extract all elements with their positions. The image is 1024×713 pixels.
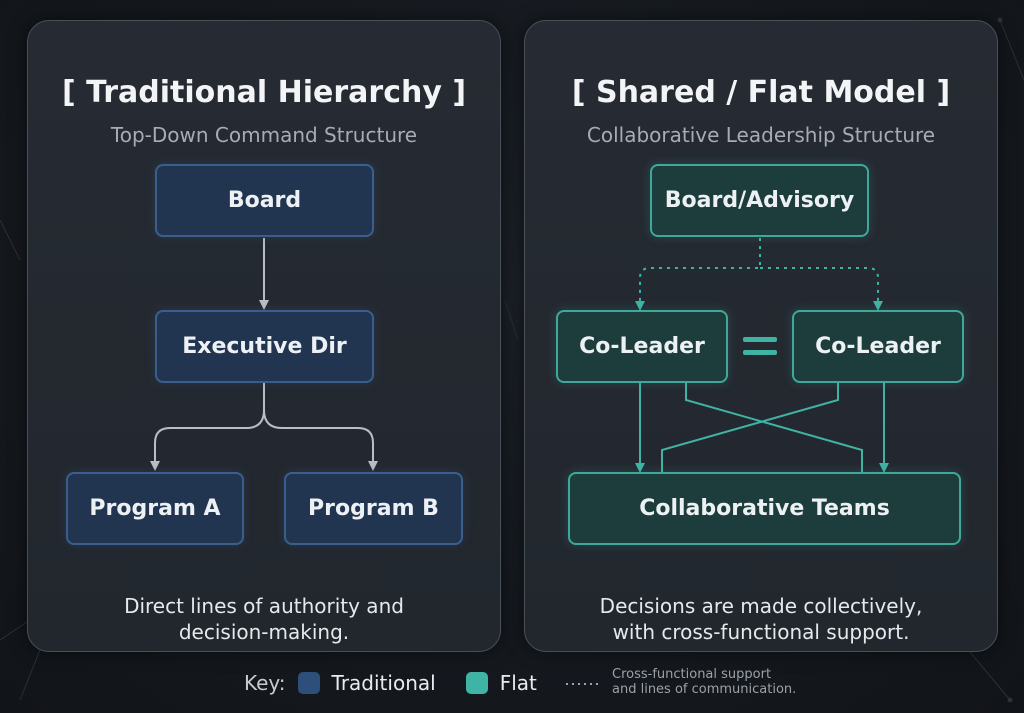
legend-dotted-line-1: Cross-functional support: [612, 667, 772, 682]
traditional-panel-title: [ Traditional Hierarchy ]: [61, 75, 467, 110]
legend-traditional-label: Traditional: [331, 671, 436, 695]
legend: Key: Traditional Flat: [244, 668, 537, 698]
flat-panel-subtitle: Collaborative Leadership Structure: [586, 123, 936, 147]
legend-flat-label: Flat: [499, 671, 537, 695]
board-advisory-node[interactable]: Board/Advisory: [650, 164, 869, 237]
legend-dotted-description: Cross-functional support and lines of co…: [612, 667, 796, 697]
traditional-panel-subtitle: Top-Down Command Structure: [110, 123, 418, 147]
co-leader-node-2[interactable]: Co-Leader: [792, 310, 964, 383]
flat-caption-line-1: Decisions are made collectively,: [599, 594, 923, 618]
traditional-caption-line-1: Direct lines of authority and: [124, 594, 404, 618]
equals-sign: [743, 337, 777, 357]
legend-dotted-line-icon: [566, 683, 600, 685]
board-node[interactable]: Board: [155, 164, 374, 237]
flat-swatch: [465, 672, 488, 694]
flat-caption: Decisions are made collectively, with cr…: [525, 593, 997, 645]
traditional-caption: Direct lines of authority and decision-m…: [28, 593, 500, 645]
program-b-node[interactable]: Program B: [284, 472, 463, 545]
executive-director-node[interactable]: Executive Dir: [155, 310, 374, 383]
traditional-caption-line-2: decision-making.: [178, 620, 350, 644]
co-leader-node-1[interactable]: Co-Leader: [556, 310, 728, 383]
program-a-node[interactable]: Program A: [66, 472, 244, 545]
legend-dotted-line-2: and lines of communication.: [612, 682, 797, 697]
collaborative-teams-node[interactable]: Collaborative Teams: [568, 472, 961, 545]
traditional-swatch: [297, 672, 320, 694]
flat-panel-title: [ Shared / Flat Model ]: [571, 75, 951, 110]
flat-caption-line-2: with cross-functional support.: [612, 620, 910, 644]
legend-label: Key:: [244, 671, 286, 695]
